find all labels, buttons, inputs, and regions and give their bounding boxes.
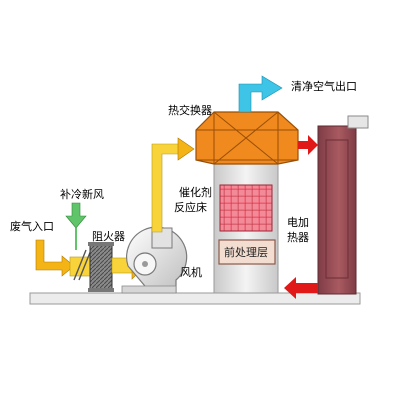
- clean-air-outlet-label: 清净空气出口: [291, 80, 357, 93]
- reaction-bed-label: 反应床: [174, 201, 207, 214]
- waste-gas-inlet-arrow: [35, 239, 75, 277]
- heater-outlet-arrow: [298, 135, 318, 155]
- stack-cap: [347, 115, 369, 129]
- fresh-air-arrow: [65, 202, 87, 229]
- clean-air-outlet-arrow: [238, 75, 283, 113]
- flame-arrester-label: 阻火器: [92, 230, 125, 243]
- inlet-damper: [73, 249, 92, 281]
- arrester-frame-bottom: [88, 288, 114, 292]
- base-platform: [29, 292, 361, 305]
- flame-arrester-icon: [89, 243, 113, 291]
- exchanger-inlet-arrow: [177, 137, 195, 161]
- fan-label: 风机: [180, 266, 202, 279]
- fan-hub-center: [142, 261, 148, 267]
- electric-heater-stack: [317, 125, 357, 295]
- heat-exchanger-label: 热交换器: [168, 104, 212, 117]
- makeup-fresh-air-label: 补冷新风: [60, 188, 104, 201]
- electric-heater-label-line2: 热器: [287, 231, 309, 244]
- catalyst-label: 催化剂: [179, 186, 212, 199]
- pretreatment-layer: [218, 239, 276, 265]
- fan-to-exchanger-duct: [151, 143, 181, 233]
- heat-exchanger-cross: [196, 111, 298, 165]
- pretreatment-layer-label: 前处理层: [224, 246, 268, 259]
- waste-gas-inlet-label: 废气入口: [10, 220, 54, 233]
- electric-heater-label-line1: 电加: [287, 216, 309, 229]
- arrester-frame-top: [88, 242, 114, 246]
- catalyst-bed: [219, 184, 273, 232]
- heat-exchanger-icon: [195, 111, 299, 165]
- stack-inner-panel: [325, 139, 349, 279]
- heater-return-arrow: [284, 277, 318, 299]
- fan-stand: [121, 285, 177, 294]
